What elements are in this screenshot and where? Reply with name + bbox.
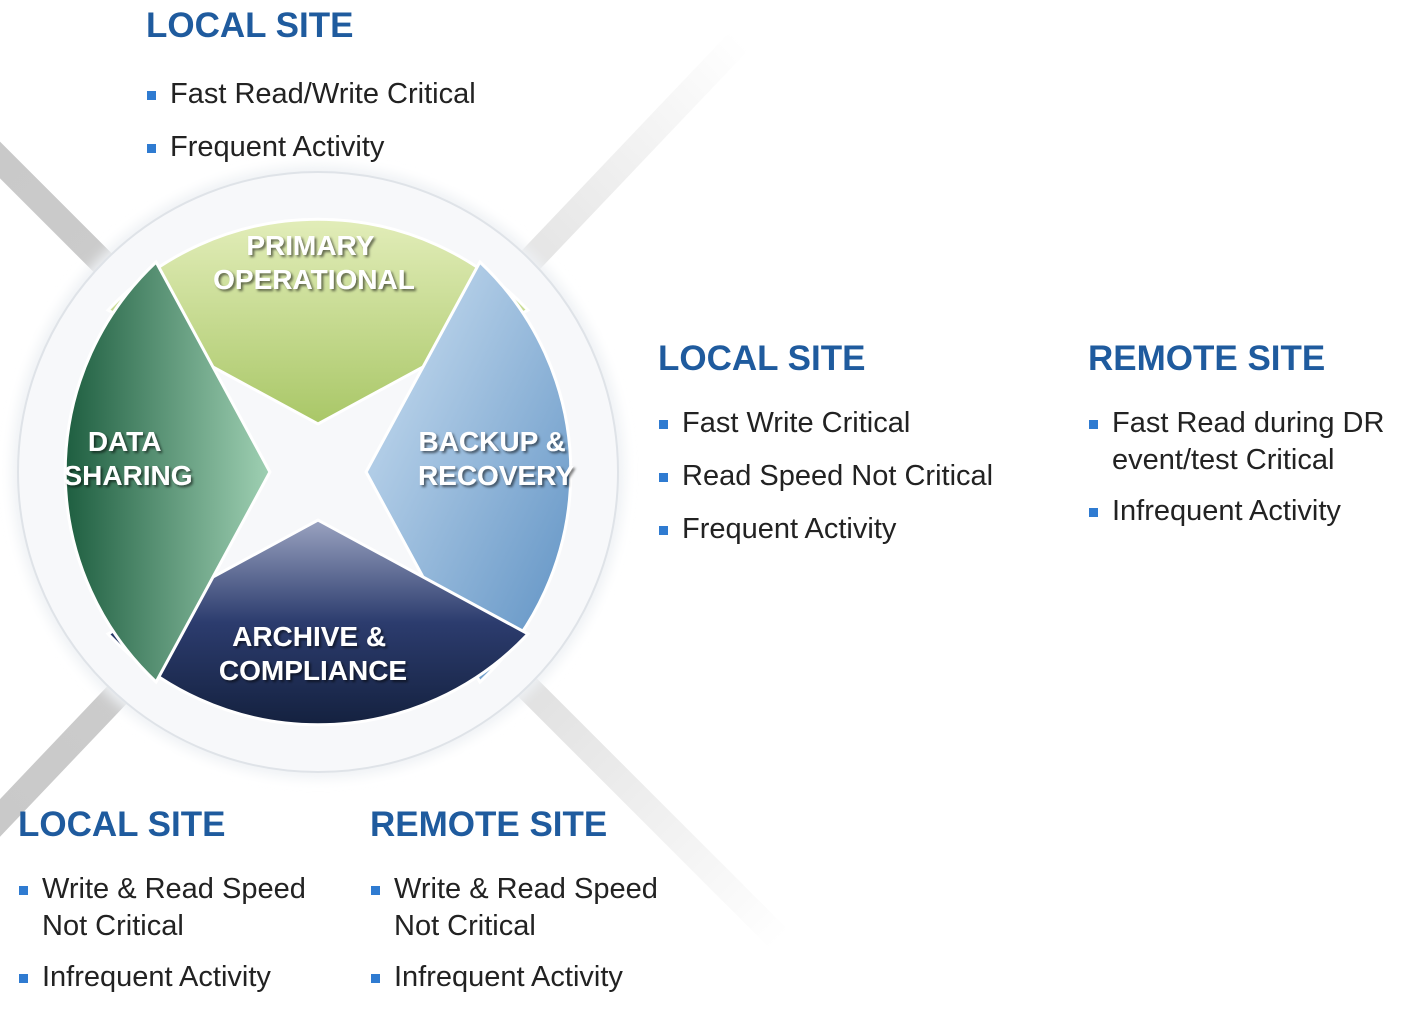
local-site-primary-block: LOCAL SITE Fast Read/Write Critical Freq… (146, 6, 476, 182)
bullet-item: Fast Write Critical (658, 405, 993, 442)
bullet-item: Frequent Activity (146, 129, 476, 166)
label-primary-line1: PRIMARY (246, 230, 374, 261)
label-sharing-line2: SHARING (63, 460, 192, 491)
label-backup-line1: BACKUP & (418, 426, 565, 457)
label-backup: BACKUP & RECOVERY (418, 426, 574, 491)
label-backup-line2: RECOVERY (418, 460, 574, 491)
bullet-item: Write & Read Speed Not Critical (370, 871, 700, 945)
bullet-item: Fast Read/Write Critical (146, 76, 476, 113)
local-site-archive-block: LOCAL SITE Write & Read Speed Not Critic… (18, 805, 348, 1010)
bullet-list: Fast Read during DR event/test Critical … (1088, 405, 1418, 530)
segment-data-sharing (63, 259, 272, 685)
block-title: LOCAL SITE (146, 6, 354, 45)
block-title: LOCAL SITE (658, 339, 866, 378)
remote-site-backup-block: REMOTE SITE Fast Read during DR event/te… (1088, 339, 1418, 544)
remote-site-archive-block: REMOTE SITE Write & Read Speed Not Criti… (370, 805, 700, 1010)
bullet-list: Write & Read Speed Not Critical Infreque… (370, 871, 700, 996)
label-primary: PRIMARY OPERATIONAL (213, 230, 415, 295)
label-archive-line2: COMPLIANCE (219, 655, 407, 686)
bullet-item: Infrequent Activity (370, 959, 700, 996)
bullet-item: Infrequent Activity (1088, 493, 1418, 530)
label-archive-line1: ARCHIVE & (232, 621, 386, 652)
bullet-item: Frequent Activity (658, 511, 993, 548)
bullet-item: Write & Read Speed Not Critical (18, 871, 348, 945)
bullet-item: Read Speed Not Critical (658, 458, 993, 495)
block-title: REMOTE SITE (370, 805, 608, 844)
bullet-item: Fast Read during DR event/test Critical (1088, 405, 1418, 479)
label-sharing: DATA SHARING (63, 426, 192, 491)
local-site-backup-block: LOCAL SITE Fast Write Critical Read Spee… (658, 339, 993, 564)
label-primary-line2: OPERATIONAL (213, 264, 415, 295)
bullet-list: Fast Read/Write Critical Frequent Activi… (146, 76, 476, 166)
bullet-list: Write & Read Speed Not Critical Infreque… (18, 871, 348, 996)
block-title: REMOTE SITE (1088, 339, 1326, 378)
label-sharing-line1: DATA (88, 426, 161, 457)
label-archive: ARCHIVE & COMPLIANCE (219, 621, 407, 686)
block-title: LOCAL SITE (18, 805, 226, 844)
bullet-item: Infrequent Activity (18, 959, 348, 996)
bullet-list: Fast Write Critical Read Speed Not Criti… (658, 405, 993, 548)
